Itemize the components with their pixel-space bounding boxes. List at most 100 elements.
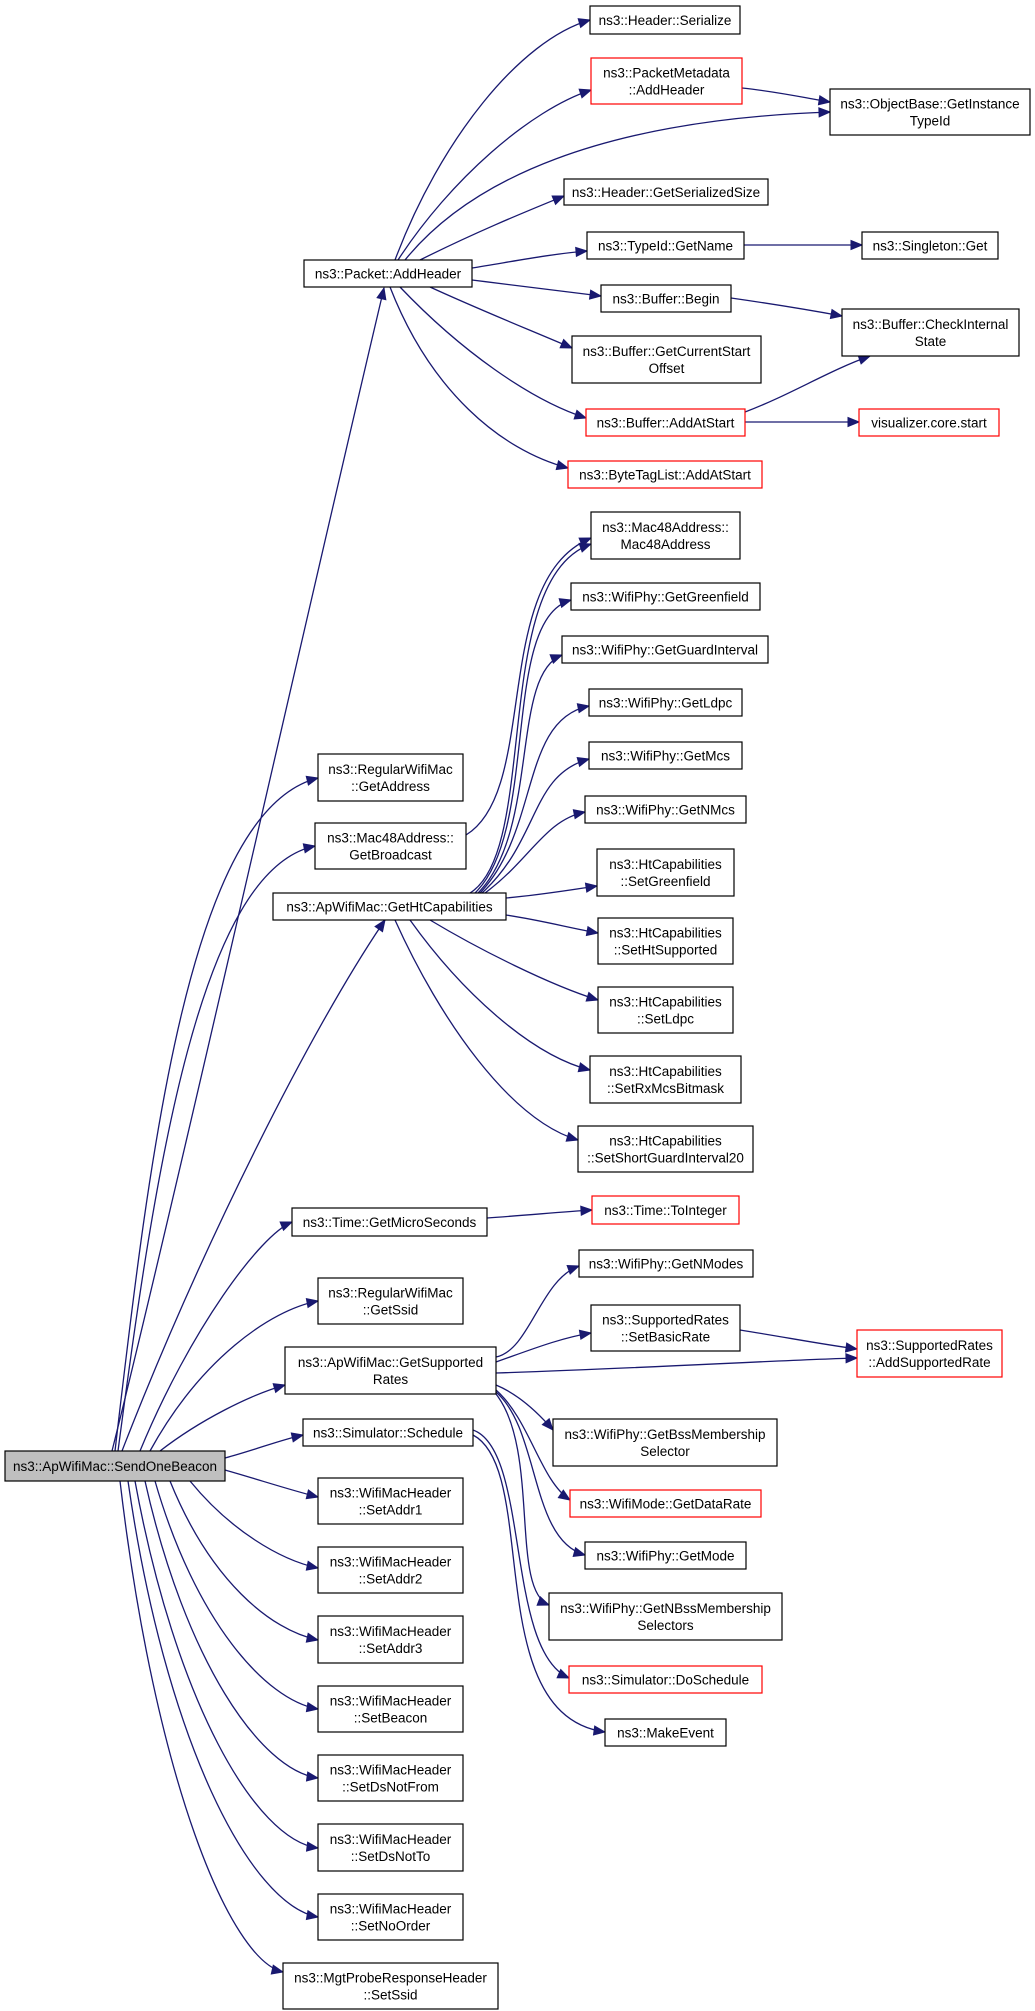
node-whNoOrder[interactable]: ns3::WifiMacHeader::SetNoOrder (317, 1893, 464, 1941)
node-getSerSize[interactable]: ns3::Header::GetSerializedSize (563, 178, 769, 206)
edge-apGetHt-to-phyGreen (474, 598, 573, 894)
node-label: ns3::Singleton::Get (873, 239, 988, 254)
node-label: ns3::Buffer::Begin (612, 292, 719, 307)
node-label: ns3::WifiPhy::GetGuardInterval (572, 643, 758, 658)
node-layer: ns3::ApWifiMac::SendOneBeacon ns3::Packet… (4, 5, 1031, 2010)
node-label: ns3::WifiPhy::GetNMcs (596, 803, 735, 818)
edge-root-to-simSchedule (224, 1432, 305, 1459)
edge-apGetSupRates-to-modeDataRate (495, 1389, 572, 1501)
node-bufAddAtStart[interactable]: ns3::Buffer::AddAtStart (585, 408, 746, 437)
node-phyGuard[interactable]: ns3::WifiPhy::GetGuardInterval (561, 635, 769, 664)
node-htSetGreen[interactable]: ns3::HtCapabilities::SetGreenfield (596, 848, 735, 897)
edge-addHeader-to-hdrSerialize (394, 18, 592, 261)
node-label: ns3::SupportedRates (602, 1313, 729, 1328)
node-simDoSched[interactable]: ns3::Simulator::DoSchedule (568, 1665, 763, 1694)
node-label: ::SetAddr2 (359, 1572, 423, 1587)
node-timeMicro[interactable]: ns3::Time::GetMicroSeconds (291, 1207, 488, 1237)
node-macGetBcast[interactable]: ns3::Mac48Address::GetBroadcast (314, 822, 467, 870)
node-label: ns3::Time::GetMicroSeconds (303, 1215, 477, 1230)
node-btlAddAtStart[interactable]: ns3::ByteTagList::AddAtStart (567, 460, 763, 489)
node-label: ns3::HtCapabilities (609, 1134, 722, 1149)
node-label: ns3::HtCapabilities (609, 1064, 722, 1079)
edge-addHeader-to-getInstTypeId (404, 107, 832, 261)
node-timeToInt[interactable]: ns3::Time::ToInteger (591, 1195, 740, 1225)
node-label: ::AddHeader (629, 83, 705, 98)
node-whAddr3[interactable]: ns3::WifiMacHeader::SetAddr3 (317, 1615, 464, 1664)
node-label: ns3::WifiPhy::GetMcs (601, 749, 730, 764)
node-label: ns3::SupportedRates (866, 1338, 993, 1353)
edge-root-to-whNoOrder (127, 1480, 320, 1921)
node-hdrSerialize[interactable]: ns3::Header::Serialize (589, 5, 741, 35)
node-addHeader[interactable]: ns3::Packet::AddHeader (303, 259, 473, 288)
node-phyLdpc[interactable]: ns3::WifiPhy::GetLdpc (588, 688, 743, 717)
edge-root-to-timeMicro (139, 1221, 294, 1452)
node-singletonGet[interactable]: ns3::Singleton::Get (861, 231, 999, 260)
node-label: ns3::RegularWifiMac (328, 762, 453, 777)
node-htSetHtSup[interactable]: ns3::HtCapabilities::SetHtSupported (597, 917, 734, 965)
edge-addHeader-to-pmAddHeader (397, 88, 593, 261)
node-bufBegin[interactable]: ns3::Buffer::Begin (600, 284, 732, 313)
edge-root-to-apGetSupRates (159, 1383, 287, 1452)
edge-root-to-whDsNotTo (134, 1480, 320, 1852)
edge-root-to-whAddr2 (189, 1480, 320, 1571)
edge-layer (111, 18, 872, 1975)
node-makeEvent[interactable]: ns3::MakeEvent (604, 1718, 727, 1747)
node-label: Selector (640, 1444, 690, 1459)
edge-root-to-whAddr3 (169, 1480, 320, 1643)
edge-root-to-whBeacon (154, 1480, 320, 1713)
edge-root-to-addHeader (111, 286, 387, 1452)
node-mac48Ctor[interactable]: ns3::Mac48Address::Mac48Address (590, 511, 741, 560)
node-root[interactable]: ns3::ApWifiMac::SendOneBeacon (4, 1450, 226, 1482)
node-htSetRxMcs[interactable]: ns3::HtCapabilities::SetRxMcsBitmask (589, 1055, 742, 1104)
edge-root-to-macGetBcast (117, 843, 317, 1452)
edge-apGetSupRates-to-srSetBasic (495, 1329, 593, 1363)
edge-apGetSupRates-to-phyBssSel (495, 1384, 554, 1431)
node-whDsNotTo[interactable]: ns3::WifiMacHeader::SetDsNotTo (317, 1823, 464, 1872)
edge-root-to-apGetHt (121, 918, 386, 1452)
node-whBeacon[interactable]: ns3::WifiMacHeader::SetBeacon (317, 1685, 464, 1733)
node-regGetAddr[interactable]: ns3::RegularWifiMac::GetAddress (317, 753, 464, 802)
node-label: ns3::PacketMetadata (603, 66, 730, 81)
node-whAddr1[interactable]: ns3::WifiMacHeader::SetAddr1 (317, 1477, 464, 1525)
edge-apGetHt-to-phyLdpc (479, 703, 591, 894)
node-srAddSup[interactable]: ns3::SupportedRates::AddSupportedRate (856, 1329, 1003, 1378)
edge-addHeader-to-bufBegin (471, 279, 603, 300)
node-phyMcs[interactable]: ns3::WifiPhy::GetMcs (588, 741, 743, 770)
node-regGetSsid[interactable]: ns3::RegularWifiMac::GetSsid (317, 1277, 464, 1325)
node-phyNMcs[interactable]: ns3::WifiPhy::GetNMcs (584, 795, 747, 824)
node-label: ns3::Header::GetSerializedSize (572, 185, 760, 200)
node-simSchedule[interactable]: ns3::Simulator::Schedule (302, 1418, 474, 1447)
node-phyNModes[interactable]: ns3::WifiPhy::GetNModes (578, 1249, 754, 1278)
node-label: ::SetGreenfield (620, 874, 710, 889)
node-mgtSetSsid[interactable]: ns3::MgtProbeResponseHeader::SetSsid (282, 1962, 499, 2010)
node-phyGreen[interactable]: ns3::WifiPhy::GetGreenfield (570, 582, 761, 611)
edge-addHeader-to-btlAddAtStart (389, 286, 570, 471)
node-label: ns3::Mac48Address:: (327, 831, 454, 846)
node-whDsNotFrom[interactable]: ns3::WifiMacHeader::SetDsNotFrom (317, 1754, 464, 1802)
node-htSetSgi[interactable]: ns3::HtCapabilities::SetShortGuardInterv… (577, 1125, 754, 1173)
node-label: Selectors (637, 1618, 694, 1633)
node-phyGetMode[interactable]: ns3::WifiPhy::GetMode (584, 1541, 747, 1570)
node-pmAddHeader[interactable]: ns3::PacketMetadata::AddHeader (590, 57, 743, 105)
edge-apGetHt-to-phyGuard (477, 654, 564, 894)
node-label: ns3::WifiMacHeader (330, 1624, 452, 1639)
edge-apGetHt-to-phyMcs (481, 756, 591, 894)
edge-srSetBasic-to-srAddSup (739, 1329, 859, 1353)
node-label: ns3::Header::Serialize (599, 13, 732, 28)
node-htSetLdpc[interactable]: ns3::HtCapabilities::SetLdpc (597, 986, 734, 1034)
node-apGetHt[interactable]: ns3::ApWifiMac::GetHtCapabilities (272, 892, 507, 921)
node-modeDataRate[interactable]: ns3::WifiMode::GetDataRate (569, 1489, 762, 1518)
node-vizStart[interactable]: visualizer.core.start (858, 408, 1000, 437)
node-srSetBasic[interactable]: ns3::SupportedRates::SetBasicRate (590, 1304, 741, 1352)
edge-apGetHt-to-htSetHtSup (505, 914, 600, 937)
node-typeIdGetName[interactable]: ns3::TypeId::GetName (586, 231, 745, 260)
node-whAddr2[interactable]: ns3::WifiMacHeader::SetAddr2 (317, 1546, 464, 1594)
node-label: ::SetRxMcsBitmask (607, 1081, 724, 1096)
